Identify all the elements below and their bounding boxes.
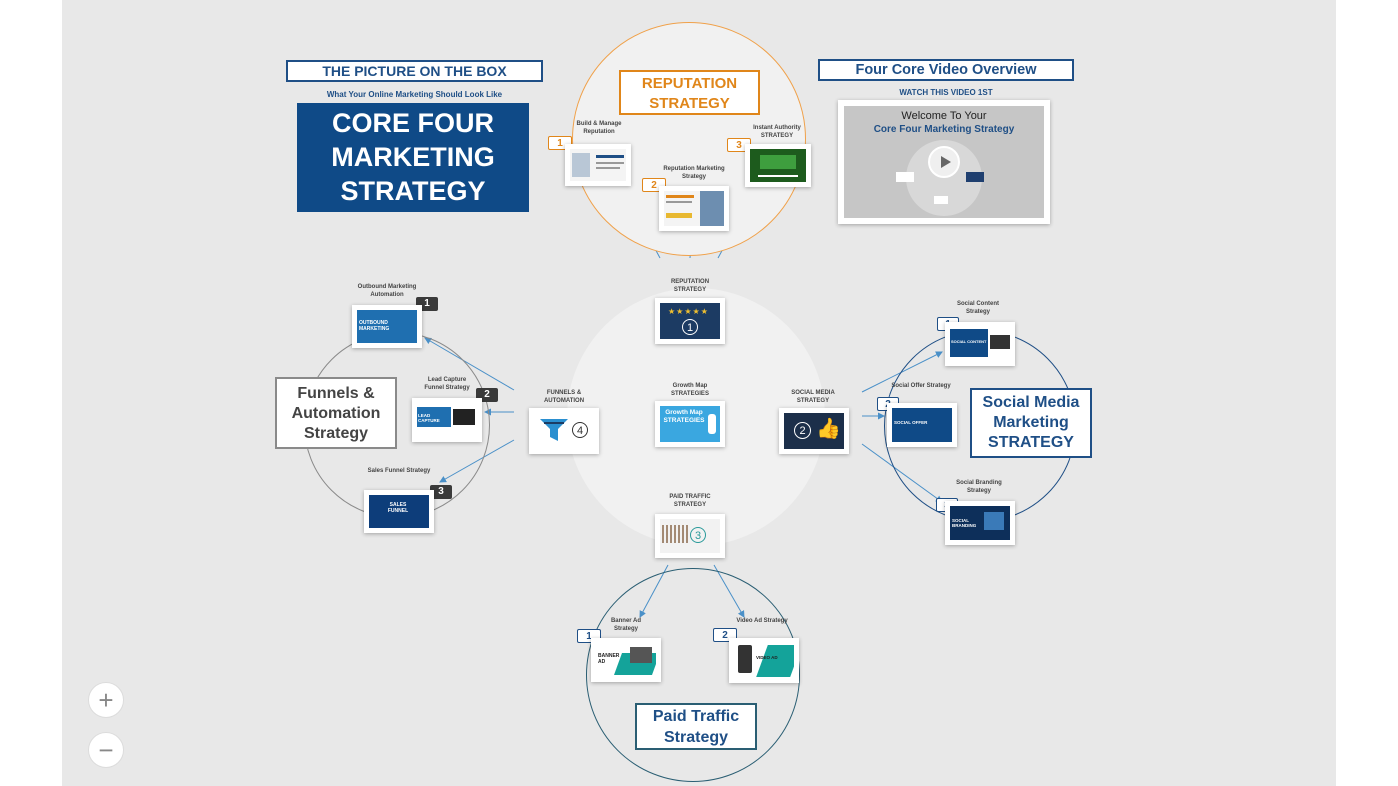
funnels-item-2-label: Lead Capture Funnel Strategy bbox=[424, 377, 470, 391]
picture-box-title: THE PICTURE ON THE BOX bbox=[286, 60, 543, 82]
reputation-item-1-label: Build & Manage Reputation bbox=[576, 121, 622, 135]
funnel-icon bbox=[540, 419, 568, 441]
center-paid-thumbnail[interactable]: 3 bbox=[655, 514, 725, 558]
globe-image bbox=[984, 512, 1004, 530]
video-line1: Welcome To Your bbox=[901, 110, 987, 122]
text-line bbox=[666, 195, 694, 198]
zoom-out-button[interactable]: − bbox=[88, 732, 124, 768]
text-line bbox=[596, 155, 624, 158]
video-preview-mini-card bbox=[966, 172, 984, 182]
star-rating-icon: ★★★★★ bbox=[668, 307, 709, 316]
center-funnels-thumbnail[interactable]: 4 bbox=[529, 408, 599, 454]
social-title: Social Media Marketing STRATEGY bbox=[970, 388, 1092, 458]
text-line bbox=[596, 167, 620, 169]
center-bottom-label: PAID TRAFFIC STRATEGY bbox=[669, 494, 711, 508]
text-line bbox=[758, 175, 798, 177]
center-left-label: FUNNELS & AUTOMATION bbox=[543, 390, 585, 404]
video-preview-mini-card bbox=[896, 172, 914, 182]
reputation-item-2-thumbnail[interactable] bbox=[659, 186, 729, 231]
text-line bbox=[666, 201, 692, 203]
crowd-image bbox=[662, 525, 688, 543]
reputation-title: REPUTATION STRATEGY bbox=[619, 70, 760, 115]
star-rating-icon bbox=[666, 213, 692, 218]
center-bottom-number: 3 bbox=[690, 527, 706, 543]
social-item-2-label: Social Offer Strategy bbox=[891, 383, 951, 389]
center-right-label: SOCIAL MEDIA STRATEGY bbox=[791, 390, 835, 404]
laptop-image bbox=[453, 409, 475, 425]
paid-item-1-label: Banner Ad Strategy bbox=[610, 618, 642, 632]
social-item-1-thumbnail[interactable]: SOCIAL CONTENT bbox=[945, 322, 1015, 366]
image-block bbox=[417, 407, 451, 427]
funnels-item-1-thumbnail[interactable]: OUTBOUND MARKETING bbox=[352, 305, 422, 348]
paid-item-2-label: Video Ad Strategy bbox=[736, 618, 788, 624]
social-item-2-thumbnail[interactable]: SOCIAL OFFER bbox=[887, 403, 957, 447]
social-item-1-thumb-text: SOCIAL CONTENT bbox=[951, 339, 987, 344]
laptop-image bbox=[990, 335, 1010, 349]
funnels-item-3-thumbnail[interactable]: SALES FUNNEL bbox=[364, 490, 434, 533]
screen-image bbox=[630, 647, 652, 663]
growth-map-thumb-text: Growth Map STRATEGIES bbox=[663, 409, 705, 425]
picture-box-subtitle: What Your Online Marketing Should Look L… bbox=[326, 90, 503, 99]
paid-title: Paid Traffic Strategy bbox=[635, 703, 757, 750]
image-block bbox=[756, 645, 794, 677]
image-block bbox=[950, 329, 988, 357]
text-line bbox=[596, 162, 624, 164]
paid-item-2-thumbnail[interactable]: VIDEO AD bbox=[729, 638, 799, 683]
funnels-item-3-thumb-text: SALES FUNNEL bbox=[387, 502, 409, 514]
center-reputation-thumbnail[interactable]: ★★★★★ 1 bbox=[655, 298, 725, 344]
person-image bbox=[700, 191, 724, 226]
funnels-item-2-thumb-text: LEAD CAPTURE bbox=[418, 413, 440, 423]
reputation-item-2-label: Reputation Marketing Strategy bbox=[663, 166, 725, 180]
rocket-icon bbox=[708, 414, 716, 434]
center-top-number: 1 bbox=[682, 319, 698, 335]
center-left-number: 4 bbox=[572, 422, 588, 438]
funnels-item-3-label: Sales Funnel Strategy bbox=[367, 468, 431, 474]
paid-item-1-thumbnail[interactable]: BANNER AD bbox=[591, 638, 661, 682]
funnels-item-1-label: Outbound Marketing Automation bbox=[357, 284, 417, 298]
funnels-title: Funnels & Automation Strategy bbox=[275, 377, 397, 449]
social-item-1-label: Social Content Strategy bbox=[956, 301, 999, 315]
social-item-3-label: Social Branding Strategy bbox=[956, 480, 1002, 494]
person-image bbox=[572, 153, 590, 177]
funnels-item-3-number: 3 bbox=[430, 485, 452, 499]
social-item-2-thumb-text: SOCIAL OFFER bbox=[894, 420, 928, 425]
core-four-title: CORE FOUR MARKETING STRATEGY bbox=[297, 103, 529, 212]
paid-item-2-thumb-text: VIDEO AD bbox=[756, 655, 778, 660]
center-growth-map-thumbnail[interactable]: Growth Map STRATEGIES bbox=[655, 401, 725, 447]
reputation-item-1-thumbnail[interactable] bbox=[565, 144, 631, 186]
center-top-label: REPUTATION STRATEGY bbox=[670, 279, 710, 293]
paid-item-1-thumb-text: BANNER AD bbox=[598, 653, 620, 665]
social-item-3-thumb-text: SOCIAL BRANDING bbox=[952, 518, 977, 528]
video-overview-title: Four Core Video Overview bbox=[818, 59, 1074, 81]
center-social-thumbnail[interactable]: 2 👍 bbox=[779, 408, 849, 454]
funnels-item-1-thumb-text: OUTBOUND MARKETING bbox=[359, 320, 390, 332]
presentation-canvas[interactable]: THE PICTURE ON THE BOX What Your Online … bbox=[62, 0, 1336, 786]
video-preview-mini-card bbox=[934, 196, 948, 204]
zoom-in-button[interactable]: + bbox=[88, 682, 124, 718]
phone-image bbox=[738, 645, 752, 673]
reputation-item-3-thumbnail[interactable] bbox=[745, 144, 811, 187]
reputation-item-3-label: Instant Authority STRATEGY bbox=[753, 125, 801, 139]
video-line2: Core Four Marketing Strategy bbox=[873, 124, 1015, 135]
thumbs-up-icon: 👍 bbox=[816, 418, 841, 440]
video-overview-thumbnail[interactable]: Welcome To Your Core Four Marketing Stra… bbox=[838, 100, 1050, 224]
center-right-number: 2 bbox=[794, 422, 811, 439]
paid-circle bbox=[586, 568, 800, 782]
social-item-3-thumbnail[interactable]: SOCIAL BRANDING bbox=[945, 501, 1015, 545]
image-block bbox=[760, 155, 796, 169]
video-overview-subtitle: WATCH THIS VIDEO 1ST bbox=[899, 88, 993, 97]
play-icon[interactable] bbox=[928, 146, 960, 178]
funnels-item-2-thumbnail[interactable]: LEAD CAPTURE bbox=[412, 398, 482, 442]
center-mid-label: Growth Map STRATEGIES bbox=[671, 383, 709, 397]
